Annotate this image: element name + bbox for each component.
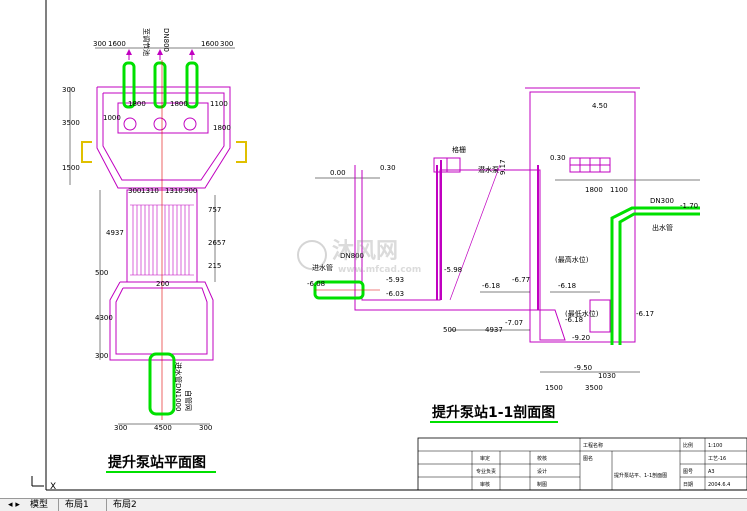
sec-d500: 500: [443, 326, 456, 334]
watermark-name: 沐风网: [332, 239, 398, 264]
sec-d1030: 1030: [598, 372, 616, 380]
sec-label-grille: 格栅: [452, 145, 466, 154]
sec-e917: 9.17: [499, 159, 507, 175]
plan-dim-d4: 1800: [213, 124, 231, 132]
sec-em950: -9.50: [574, 364, 592, 372]
section-view: [313, 87, 700, 423]
sec-label-min: (最低水位): [565, 309, 599, 318]
sec-em593: -5.93: [386, 276, 404, 284]
sec-dn300b: DN800: [340, 252, 364, 260]
sec-label-pump: 潜水泵: [478, 165, 499, 174]
tb-c13: 工艺-16: [708, 456, 726, 462]
plan-label-dn: DN800: [162, 28, 170, 52]
plan-dim-w200: 200: [156, 280, 169, 288]
tb-c2: 图名: [583, 455, 593, 462]
plan-title: 提升泵站平面图: [108, 454, 206, 471]
sec-w450: 4.50: [592, 102, 608, 110]
sec-em603: -6.03: [386, 290, 404, 298]
plan-label-outlet: 至调节池: [142, 28, 151, 56]
sec-em618a: -6.18: [482, 282, 500, 290]
sec-em608: -6.08: [307, 280, 325, 288]
plan-dim-v4300: 4300: [95, 314, 113, 322]
tb-c16: 2004.6.4: [708, 482, 730, 488]
plan-dim-d3: 1100: [210, 100, 228, 108]
section-title: 提升泵站1-1剖面图: [432, 404, 555, 421]
tb-c8: 设计: [537, 468, 547, 475]
plan-dim-v300: 300: [62, 86, 75, 94]
sec-label-max: (最高水位): [555, 255, 589, 264]
tb-c15: A3: [708, 469, 715, 475]
plan-dim-d1: 1800: [128, 100, 146, 108]
tab-layout2[interactable]: 布局2: [106, 499, 143, 511]
sec-em920: -9.20: [572, 334, 590, 342]
sec-label-inlet: 进水管: [312, 263, 333, 272]
plan-dim-m300: 300: [128, 187, 141, 195]
sec-em618c: -6.18: [565, 316, 583, 324]
title-block: [417, 437, 747, 491]
tb-c1: 工程名称: [583, 442, 603, 449]
plan-dim-v1500: 1500: [62, 164, 80, 172]
sec-em598: -5.98: [444, 266, 462, 274]
plan-dim-m300b: 300: [184, 187, 197, 195]
plan-label-inlet: 进水管DN1000: [174, 362, 183, 411]
sec-e000: 0.00: [330, 169, 346, 177]
plan-dim-v4937: 4937: [106, 229, 124, 237]
sec-dn300: DN300: [650, 197, 674, 205]
sec-e030b: 0.30: [550, 154, 566, 162]
tab-model[interactable]: 模型: [30, 500, 49, 510]
plan-dim-d2: 1800: [170, 100, 188, 108]
tb-c5: 审定: [480, 455, 490, 462]
plan-dim-m1310a: 1310: [141, 187, 159, 195]
plan-dim-m1310b: 1310: [165, 187, 183, 195]
tb-c11: 提升泵站平、1-1剖面图: [614, 472, 667, 479]
sec-e1100: 1100: [610, 186, 628, 194]
watermark: 沐风网 www.mfcad.com: [297, 239, 421, 275]
sec-e1800: 1800: [585, 186, 603, 194]
sec-em617: -6.17: [636, 310, 654, 318]
tb-c4: 1:100: [708, 443, 722, 449]
plan-dim-top-right2: 300: [220, 40, 233, 48]
sec-d3500: 3500: [585, 384, 603, 392]
sec-d1500: 1500: [545, 384, 563, 392]
plan-dim-top-left: 300: [93, 40, 106, 48]
sec-d4937: 4937: [485, 326, 503, 334]
plan-dim-v3500: 3500: [62, 119, 80, 127]
tb-c9: 审核: [480, 481, 490, 488]
plan-view: [69, 47, 247, 473]
watermark-url: www.mfcad.com: [338, 265, 421, 275]
plan-dim-v2657: 2657: [208, 239, 226, 247]
plan-dim-bot4500: 4500: [154, 424, 172, 432]
layout-tab-bar: ◂ ▸ 模型 布局1 布局2: [0, 498, 747, 511]
plan-dim-v300b: 300: [95, 352, 108, 360]
tab-layout1[interactable]: 布局1: [58, 499, 95, 511]
tb-c12: 图号: [683, 469, 693, 475]
sec-e030: 0.30: [380, 164, 396, 172]
sec-em170: -1.70: [680, 202, 698, 210]
svg-text:X: X: [50, 482, 56, 492]
plan-dim-v1000: 1000: [103, 114, 121, 122]
tb-c14: 日期: [683, 482, 693, 488]
plan-dim-v757: 757: [208, 206, 221, 214]
plan-dim-bot300a: 300: [114, 424, 127, 432]
ucs-icon: X: [31, 476, 56, 492]
sec-label-out: 出水管: [652, 223, 673, 232]
plan-dim-top-left2: 1600: [108, 40, 126, 48]
tb-c6: 校核: [537, 455, 547, 462]
tb-c7: 专业负责: [476, 468, 496, 475]
sec-em677: -6.77: [512, 276, 530, 284]
tb-c10: 制图: [537, 481, 547, 488]
plan-dim-v215: 215: [208, 262, 221, 270]
sec-em618b: -6.18: [558, 282, 576, 290]
sec-em707: -7.07: [505, 319, 523, 327]
tb-c3: 比例: [683, 442, 693, 449]
plan-dim-top-right: 1600: [201, 40, 219, 48]
tab-nav-arrows[interactable]: ◂ ▸: [8, 500, 20, 510]
plan-dim-v500: 500: [95, 269, 108, 277]
plan-dim-bot300b: 300: [199, 424, 212, 432]
plan-label-inlet2: 自管网: [184, 390, 193, 411]
